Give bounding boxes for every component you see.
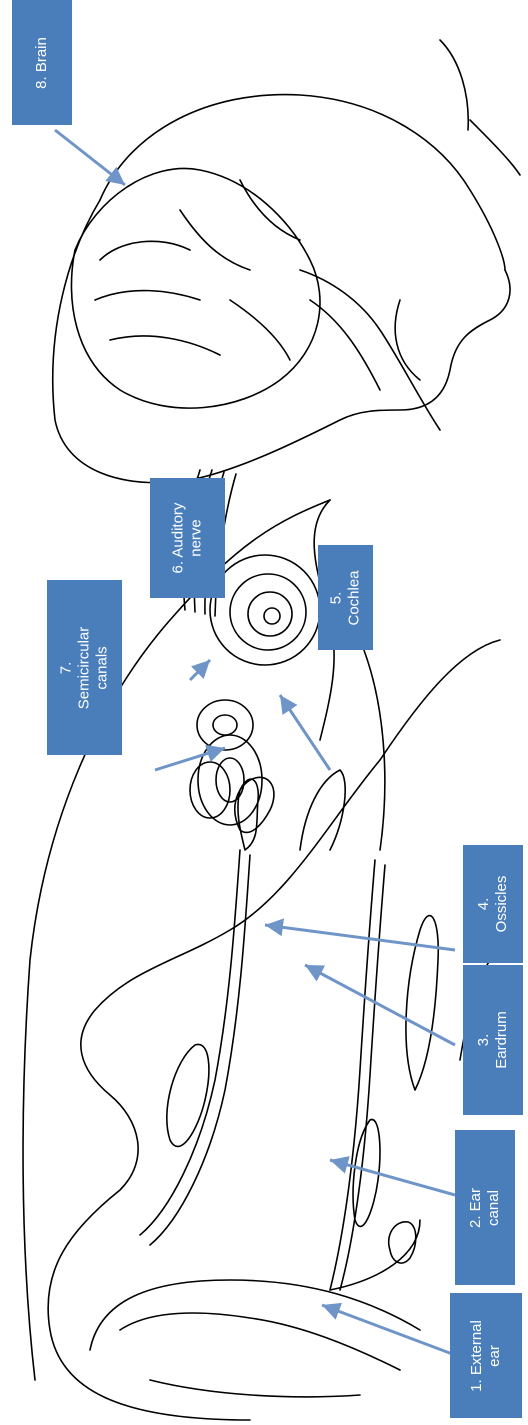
label-eardrum-text: 3. Eardrum bbox=[475, 1010, 511, 1070]
label-ossicles: 4. Ossicles bbox=[463, 845, 523, 963]
arrow-brain bbox=[55, 130, 125, 185]
label-semicircular-canals-text: 7. Semicircular canals bbox=[58, 626, 112, 709]
label-external-ear: 1. External ear bbox=[450, 1293, 522, 1418]
brainstem-drawing bbox=[300, 270, 440, 430]
label-auditory-nerve: 6. Auditory nerve bbox=[150, 478, 225, 598]
cochlea-drawing bbox=[210, 555, 320, 665]
label-brain-text: 8. Brain bbox=[33, 37, 51, 89]
label-auditory-nerve-text: 6. Auditory nerve bbox=[169, 503, 205, 574]
brain-drawing bbox=[71, 168, 320, 408]
middle-ear bbox=[235, 770, 345, 850]
arrow-semicircular-canals bbox=[155, 748, 225, 770]
ear-canal-walls bbox=[140, 850, 420, 1290]
label-cochlea: 5. Cochlea bbox=[318, 545, 373, 650]
semicircular-canals-drawing bbox=[190, 700, 262, 825]
label-ear-canal-text: 2. Ear canal bbox=[467, 1178, 503, 1238]
label-external-ear-text: 1. External ear bbox=[468, 1320, 504, 1392]
arrow-ossicles bbox=[265, 925, 455, 950]
arrow-auditory-nerve bbox=[190, 660, 210, 680]
head-profile bbox=[53, 40, 520, 483]
label-brain: 8. Brain bbox=[12, 0, 72, 125]
label-cochlea-text: 5. Cochlea bbox=[328, 570, 364, 625]
label-semicircular-canals: 7. Semicircular canals bbox=[47, 580, 122, 755]
label-ear-canal: 2. Ear canal bbox=[455, 1130, 515, 1285]
arrow-eardrum bbox=[305, 965, 455, 1045]
label-ossicles-text: 4. Ossicles bbox=[475, 874, 511, 934]
label-eardrum: 3. Eardrum bbox=[463, 965, 523, 1115]
